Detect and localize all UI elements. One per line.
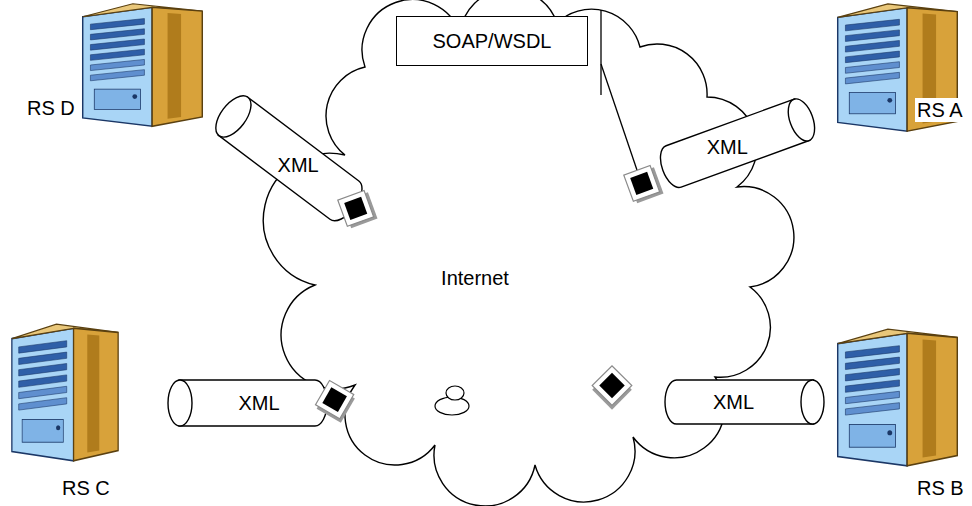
xml-pipe: XML (665, 379, 825, 425)
server-icon (5, 320, 125, 465)
callout-text: SOAP/WSDL (433, 29, 552, 53)
server-node: RS C (5, 320, 125, 465)
server-label: RS B (915, 476, 966, 500)
pipe-label: XML (713, 390, 754, 414)
server-node: RS A (830, 0, 965, 135)
callout-box: SOAP/WSDL (396, 16, 588, 66)
pipe-label: XML (277, 154, 318, 178)
server-node: RS D (75, 0, 210, 130)
pipe-label: XML (707, 135, 748, 159)
server-node: RS B (830, 325, 965, 470)
pipe-label: XML (238, 391, 279, 415)
server-label: RS C (60, 476, 112, 500)
xml-pipe: XML (167, 379, 327, 427)
server-icon (830, 325, 965, 470)
cloud-label: Internet (441, 266, 509, 290)
server-label: RS A (915, 98, 965, 122)
server-label: RS D (25, 96, 77, 120)
server-icon (75, 0, 210, 130)
